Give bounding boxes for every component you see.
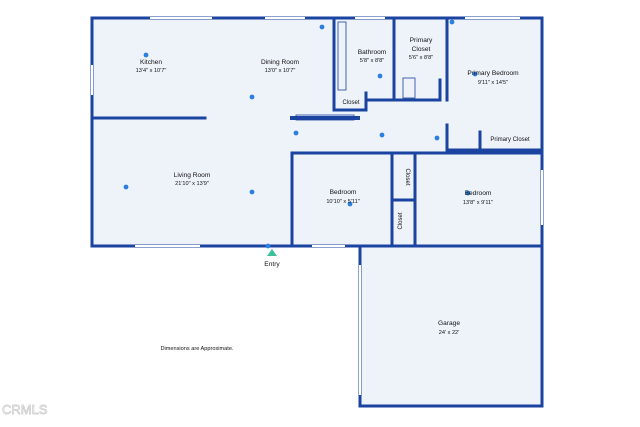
camera-marker[interactable] xyxy=(434,135,440,141)
walls xyxy=(90,16,544,408)
garage-floor xyxy=(360,246,542,406)
camera-marker[interactable] xyxy=(465,190,471,196)
camera-marker[interactable] xyxy=(377,73,383,79)
camera-marker[interactable] xyxy=(123,184,129,190)
kitchen-dims: 13'4" x 10'7" xyxy=(136,68,167,74)
camera-marker[interactable] xyxy=(319,24,325,30)
entry-arrow-icon xyxy=(267,249,277,256)
camera-marker[interactable] xyxy=(293,130,299,136)
floor-areas xyxy=(92,18,542,406)
camera-markers xyxy=(123,19,478,249)
camera-marker[interactable] xyxy=(265,243,271,249)
hatch-bathroom xyxy=(337,21,347,91)
closet-v1-label: Closet xyxy=(404,168,410,185)
camera-marker[interactable] xyxy=(379,132,385,138)
hatched-areas xyxy=(295,21,416,121)
camera-marker[interactable] xyxy=(472,71,478,77)
garage-dims: 24' x 22' xyxy=(439,330,460,336)
living-room-name: Living Room xyxy=(174,172,211,179)
bedroom-2-dims: 13'8" x 9'11" xyxy=(463,200,493,206)
camera-marker[interactable] xyxy=(347,201,353,207)
wall xyxy=(364,78,442,102)
garage-name: Garage xyxy=(438,320,460,327)
camera-marker[interactable] xyxy=(249,94,255,100)
windows xyxy=(91,17,543,395)
living-room-dims: 21'10" x 13'9" xyxy=(175,181,209,187)
primary-closet-name-1: Primary xyxy=(410,37,433,44)
room-labels: Kitchen 13'4" x 10'7" Dining Room 13'0" … xyxy=(136,37,530,336)
hatch-ledge xyxy=(295,114,355,121)
bedroom-1-dims: 10'10" x 5'11" xyxy=(326,199,359,205)
closet-v2-label: Closet xyxy=(398,212,404,229)
primary-closet-side-label: Primary Closet xyxy=(490,137,530,143)
bathroom-name: Bathroom xyxy=(358,49,387,56)
main-floor xyxy=(92,18,542,246)
primary-closet-name-2: Closet xyxy=(412,46,431,53)
primary-closet-dims: 5'6" x 8'8" xyxy=(409,55,433,61)
dining-name: Dining Room xyxy=(261,59,300,66)
watermark: CRMLS xyxy=(2,402,48,417)
camera-marker[interactable] xyxy=(449,19,455,25)
camera-marker[interactable] xyxy=(143,52,149,58)
bedroom-2-name: Bedroom xyxy=(465,190,492,197)
closet-label: Closet xyxy=(342,100,359,106)
kitchen-name: Kitchen xyxy=(140,59,162,66)
hatch-closet xyxy=(402,77,416,99)
bedroom-1-name: Bedroom xyxy=(330,189,357,196)
primary-bedroom-dims: 9'11" x 14'5" xyxy=(478,80,508,86)
dining-dims: 13'0" x 10'7" xyxy=(265,68,296,74)
wall xyxy=(445,123,544,152)
bathroom-dims: 5'8" x 8'8" xyxy=(360,58,384,64)
dimensions-note: Dimensions are Approximate. xyxy=(160,346,234,352)
camera-marker[interactable] xyxy=(249,189,255,195)
primary-bedroom-name: Primary Bedroom xyxy=(467,70,519,77)
entry-label: Entry xyxy=(264,261,280,268)
